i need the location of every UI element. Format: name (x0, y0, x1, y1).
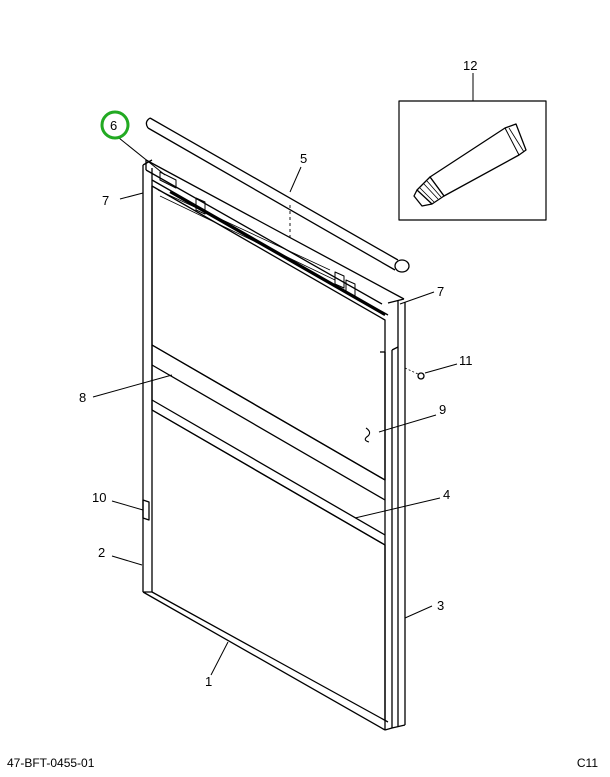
callout-3: 3 (437, 598, 444, 613)
sealant-inset-box (398, 100, 547, 221)
top-seal-clip (159, 171, 177, 189)
leader-lines (92, 73, 474, 676)
middle-divider (151, 344, 386, 546)
window-frame (142, 159, 406, 731)
part-number-label: 47-BFT-0455-01 (7, 756, 95, 770)
callout-4: 4 (443, 487, 450, 502)
callout-6: 6 (110, 118, 117, 133)
lower-glass-panel (151, 409, 386, 720)
upper-glass-panel (151, 185, 386, 481)
callout-12: 12 (463, 58, 477, 73)
callout-1: 1 (205, 674, 212, 689)
rivet (404, 367, 425, 380)
callout-9: 9 (439, 402, 446, 417)
callout-8: 8 (79, 390, 86, 405)
callout-7-left: 7 (102, 193, 109, 208)
callout-7-right: 7 (437, 284, 444, 299)
callout-6-highlight (100, 110, 130, 140)
top-glide-rail (145, 117, 410, 273)
latch-clip (142, 499, 150, 521)
callout-10: 10 (92, 490, 106, 505)
callout-5: 5 (300, 151, 307, 166)
page-code-label: C11 (576, 756, 598, 770)
sealant-tube (413, 123, 527, 207)
seal-wire (364, 427, 371, 443)
callout-2: 2 (98, 545, 105, 560)
callout-11: 11 (459, 353, 473, 368)
